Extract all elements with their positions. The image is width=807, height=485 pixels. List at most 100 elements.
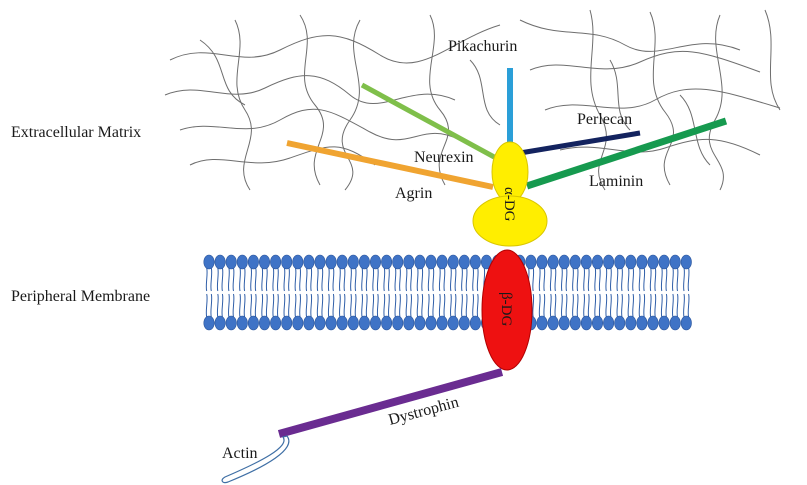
lipid-tail <box>676 267 679 292</box>
lipid-tail <box>276 293 279 318</box>
lipid-head <box>569 254 581 270</box>
lipid-tail <box>216 267 219 292</box>
lipid-tail <box>387 293 390 318</box>
lipid-head <box>258 254 270 270</box>
lipid-head <box>347 315 359 331</box>
lipid-tail <box>421 267 424 292</box>
lipid-tail <box>454 293 457 318</box>
lipid-head <box>525 254 537 270</box>
lipid-tail <box>572 293 574 318</box>
lipid-tail <box>660 267 663 292</box>
lipid-head <box>469 315 481 331</box>
neurexin-bar <box>360 82 498 161</box>
lipid-head <box>258 315 270 331</box>
lipid-head <box>569 315 581 331</box>
lipid-tail <box>671 267 674 292</box>
lipid-tail <box>254 293 257 318</box>
lipid-tail <box>365 293 368 318</box>
lipid-tail <box>321 293 324 318</box>
dystrophin-bar <box>277 368 504 438</box>
lipid-head <box>214 315 226 331</box>
lipid-head <box>303 254 315 270</box>
lipid-tail <box>372 293 375 318</box>
lipid-head <box>458 254 470 270</box>
lipid-tail <box>449 267 452 292</box>
lipid-tail <box>232 293 235 318</box>
lipid-tail <box>560 267 563 292</box>
lipid-tail <box>294 293 297 318</box>
pikachurin-label: Pikachurin <box>448 38 517 55</box>
lipid-head <box>314 254 326 270</box>
lipid-head <box>203 315 215 331</box>
lipid-tail <box>543 293 546 318</box>
laminin-label: Laminin <box>589 173 643 190</box>
lipid-head <box>214 254 226 270</box>
lipid-tail <box>560 293 563 318</box>
lipid-tail <box>343 267 346 292</box>
lipid-tail <box>283 267 286 292</box>
perlecan-label: Perlecan <box>577 111 632 128</box>
lipid-tail <box>276 267 279 292</box>
lipid-tail <box>565 293 568 318</box>
lipid-tail <box>616 293 619 318</box>
lipid-head <box>591 315 603 331</box>
lipid-tail <box>288 267 290 292</box>
lipid-tail <box>554 267 557 292</box>
beta-dg-label: β-DG <box>498 292 514 326</box>
lipid-tail <box>632 293 635 318</box>
lipid-tail <box>538 293 541 318</box>
lipid-head <box>236 315 248 331</box>
lipid-tail <box>683 293 685 318</box>
lipid-tail <box>576 267 579 292</box>
lipid-head <box>369 315 381 331</box>
lipid-head <box>303 315 315 331</box>
lipid-tail <box>643 293 646 318</box>
lipid-head <box>647 254 659 270</box>
lipid-head <box>203 254 215 270</box>
lipid-tail <box>576 293 579 318</box>
lipid-tail <box>472 293 475 318</box>
lipid-tail <box>538 267 541 292</box>
lipid-tail <box>632 267 635 292</box>
lipid-head <box>403 315 415 331</box>
lipid-tail <box>216 293 219 318</box>
lipid-tail <box>327 267 330 292</box>
lipid-head <box>247 315 259 331</box>
lipid-head <box>414 254 426 270</box>
lipid-tail <box>532 267 535 292</box>
lipid-head <box>558 315 570 331</box>
lipid-tail <box>443 293 446 318</box>
lipid-tail <box>410 293 413 318</box>
lipid-tail <box>461 267 463 292</box>
lipid-tail <box>387 267 390 292</box>
lipid-tail <box>594 293 597 318</box>
lipid-tail <box>294 267 297 292</box>
lipid-head <box>392 315 404 331</box>
lipid-tail <box>676 293 679 318</box>
agrin-bar <box>286 140 494 190</box>
lipid-tail <box>361 267 364 292</box>
lipid-tail <box>394 267 397 292</box>
lipid-head <box>336 254 348 270</box>
lipid-tail <box>399 293 401 318</box>
lipid-head <box>669 315 681 331</box>
lipid-head <box>425 315 437 331</box>
lipid-head <box>625 315 637 331</box>
lipid-head <box>669 254 681 270</box>
lipid-tail <box>549 267 552 292</box>
lipid-head <box>547 254 559 270</box>
lipid-tail <box>649 293 652 318</box>
lipid-tail <box>605 293 608 318</box>
beta-dg-ellipse <box>481 249 533 371</box>
lipid-tail <box>316 267 319 292</box>
lipid-tail <box>405 267 408 292</box>
lipid-tail <box>332 267 335 292</box>
lipid-tail <box>449 293 452 318</box>
actin-label: Actin <box>222 445 258 462</box>
lipid-tail <box>549 293 552 318</box>
perlecan-bar <box>519 130 641 156</box>
lipid-tail <box>443 267 446 292</box>
lipid-tail <box>687 267 690 292</box>
lipid-head <box>447 254 459 270</box>
lipid-head <box>680 254 692 270</box>
